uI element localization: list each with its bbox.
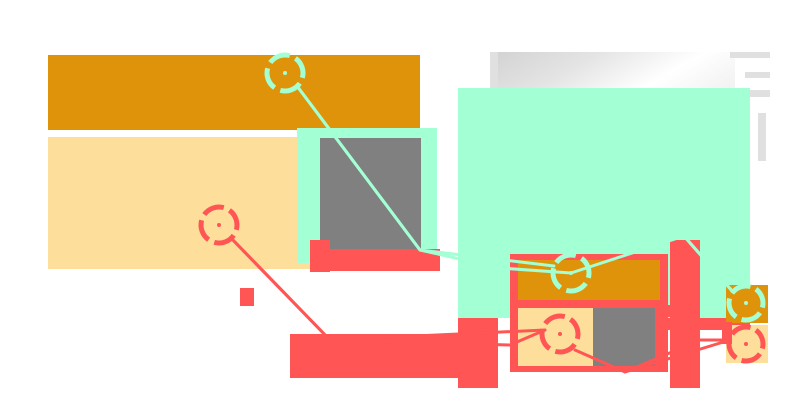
region-content-panel[interactable] bbox=[48, 137, 310, 269]
region-red-footer-bar[interactable] bbox=[290, 334, 460, 378]
region-red-strip-a[interactable] bbox=[458, 318, 498, 388]
region-chip-cream[interactable] bbox=[726, 325, 768, 363]
region-header-banner[interactable] bbox=[48, 55, 420, 130]
glyph-stem-left bbox=[758, 113, 766, 161]
glyph-bar-mid bbox=[745, 72, 770, 78]
region-inset-content[interactable] bbox=[518, 308, 593, 366]
glyph-bar-top bbox=[730, 52, 770, 58]
glyph-notch bbox=[490, 52, 498, 90]
region-inset-media[interactable] bbox=[593, 308, 655, 366]
region-inset-dot[interactable] bbox=[663, 305, 675, 317]
region-inset-header[interactable] bbox=[518, 260, 660, 300]
region-mint-upper-right[interactable] bbox=[493, 88, 750, 177]
region-chip-red-edge[interactable] bbox=[722, 322, 732, 344]
glyph-bar-low bbox=[738, 90, 770, 97]
region-chip-orange[interactable] bbox=[726, 285, 768, 323]
region-red-dot[interactable] bbox=[240, 288, 254, 306]
region-red-thumb-frame[interactable] bbox=[310, 240, 330, 272]
